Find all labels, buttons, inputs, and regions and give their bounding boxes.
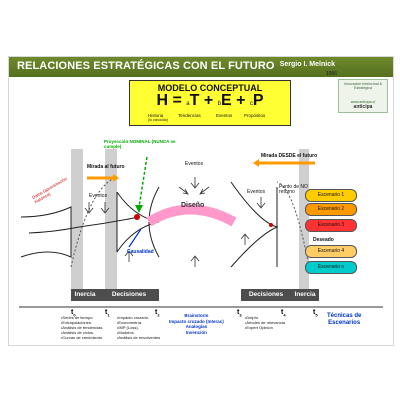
escenarios-label: Escenarios <box>328 320 361 326</box>
t1-label: t1 <box>105 309 110 318</box>
scenario-1: Escenario 1 <box>305 189 357 202</box>
method-arboles: Árboles de relevancia. <box>245 320 286 325</box>
dashed-arc-left <box>70 176 118 268</box>
label-historia-sub: (lo conocido) <box>148 118 169 122</box>
eventos-center-label: Eventos <box>185 161 204 167</box>
method-extrapolaciones: Extrapolaciones. <box>61 320 103 325</box>
header-title: RELACIONES ESTRATÉGICAS CON EL FUTURO <box>17 60 275 72</box>
proyeccion-label: Proyección NOMINAL (NUNCA se cumple) <box>104 139 176 149</box>
mirada-arrowhead-left <box>113 174 119 182</box>
method-tendencias: Análisis de tendencias. <box>61 325 103 330</box>
dashed-arc-right <box>276 181 310 268</box>
formula-c: c <box>249 101 253 107</box>
inercia-right-label: Inercia <box>294 291 316 298</box>
mirada-arrowhead-right <box>253 159 259 167</box>
band-t1 <box>105 149 117 289</box>
formula-plus-1: + <box>203 92 214 109</box>
band-t5 <box>299 149 309 289</box>
decisiones-right-label: Decisiones <box>248 291 284 298</box>
method-invencion: Invención <box>185 329 207 335</box>
label-eventos: Eventos <box>216 113 233 118</box>
projection-arrowhead <box>135 205 143 213</box>
mirada-al-futuro-label: Mirada al futuro <box>87 164 125 170</box>
decisiones-left-label: Decisiones <box>111 291 147 298</box>
formula-t: T <box>189 92 200 109</box>
method-ciclos: Análisis de ciclos. <box>61 330 103 335</box>
methods-col3: Brainstorm Impacto cruzado (Interac) Ana… <box>169 313 224 335</box>
projection-arrow <box>138 156 148 208</box>
formula-h: H <box>156 92 168 109</box>
scenario-4: Escenario 4 <box>305 245 357 258</box>
anticipa-logo: Innovación Intelectual & Estratégica www… <box>338 79 388 113</box>
diagram-card: RELACIONES ESTRATÉGICAS CON EL FUTURO Se… <box>8 56 394 346</box>
scenario-2: Escenario 2 <box>305 203 357 216</box>
causalidad-arrow <box>128 228 142 248</box>
tecnicas-label: Técnicas de <box>327 313 362 319</box>
strip-inercia-right <box>291 289 319 301</box>
logo-tagline: Innovación Intelectual & Estratégica <box>343 82 383 90</box>
method-series: Series de tiempo. <box>61 315 103 320</box>
method-impacto: Impacto cruzado. <box>117 315 160 320</box>
deseado-label: Deseado <box>313 237 334 243</box>
label-propositos: Propósitos <box>244 113 266 118</box>
logo-url: www.anticipa.cl <box>350 100 376 104</box>
formula-p: P <box>252 92 264 109</box>
diagram-graphic <box>19 149 383 308</box>
eventos-left-label: Eventos <box>89 193 108 199</box>
event-arrows <box>84 177 266 267</box>
strip-decisiones-right <box>241 289 291 301</box>
datos-curve <box>28 216 140 234</box>
diseno-arc <box>146 204 237 227</box>
inercia-left-label: Inercia <box>74 291 96 298</box>
model-box: MODELO CONCEPTUAL H = aT + bE + cP Histo… <box>129 80 291 126</box>
header-year: 1986 <box>325 71 337 77</box>
methods-col1: Series de tiempo. Extrapolaciones. Análi… <box>61 315 103 340</box>
method-delphi: Delphi. <box>245 315 286 320</box>
methods-col5: Técnicas de Escenarios <box>327 313 361 327</box>
method-econometria: Econometría. <box>117 320 160 325</box>
methods-col4: Delphi. Árboles de relevancia. Expert Op… <box>245 315 286 330</box>
red-point-left <box>134 214 140 220</box>
label-historia: Historia <box>148 113 164 118</box>
t5-label: t5 <box>313 309 318 318</box>
scenario-n: Escenario n <box>305 261 357 274</box>
methods-col2: Impacto cruzado. Econometría. IMP (Loss)… <box>117 315 160 340</box>
logo-name: anticipa <box>353 104 373 110</box>
diseno-label: Diseño <box>181 202 205 209</box>
method-modelos: Modelos. <box>117 330 160 335</box>
method-envolventes: Análisis de envolventes <box>117 335 160 340</box>
red-point-right <box>269 223 273 227</box>
scenario-3: Escenario 3 <box>305 219 357 232</box>
method-curvas: Curvas de crecimiento <box>61 335 103 340</box>
t3-label: t3 <box>237 309 242 318</box>
causalidad-label: Causalidad <box>127 249 154 255</box>
header-bar: RELACIONES ESTRATÉGICAS CON EL FUTURO Se… <box>9 57 393 77</box>
punto-no-retorno-label: Punto de NO retorno <box>279 184 308 195</box>
mirada-desde-label: Mirada DESDE el futuro <box>261 153 318 159</box>
header-author: Sergio I. Melnick <box>279 61 335 68</box>
method-brainstorm: Brainstorm <box>184 313 209 318</box>
strip-inercia-left <box>71 289 99 301</box>
method-analogias: Analogías <box>185 324 208 329</box>
formula-b: b <box>217 101 221 107</box>
funnel-left-back <box>20 206 72 258</box>
model-formula: H = aT + bE + cP <box>130 92 290 110</box>
method-expert: Expert Opinion <box>245 325 286 330</box>
band-t0 <box>71 149 83 289</box>
strip-decisiones-left <box>99 289 159 301</box>
label-tendencias: Tendencias <box>178 113 201 118</box>
model-title: MODELO CONCEPTUAL <box>157 83 263 93</box>
formula-a: a <box>186 101 190 107</box>
formula-plus-2: + <box>236 92 246 109</box>
formula-eq: = <box>172 92 182 109</box>
formula-e: E <box>220 92 232 109</box>
eventos-right-label: Eventos <box>247 189 266 195</box>
method-imp: IMP (Loss). <box>117 325 160 330</box>
method-impacto-cruzado: Impacto cruzado (Interac) <box>169 318 224 324</box>
